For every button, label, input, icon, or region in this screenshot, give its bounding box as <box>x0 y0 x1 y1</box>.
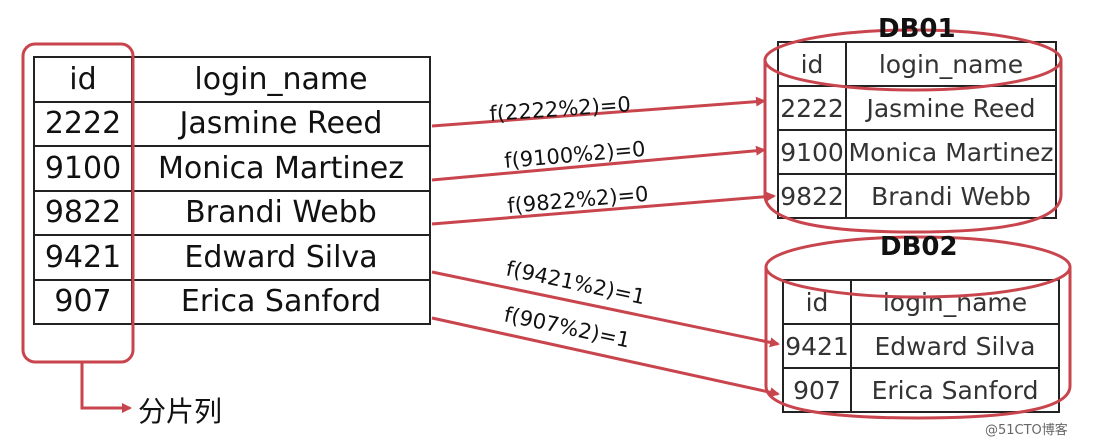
column-header-id: id <box>33 56 133 103</box>
table-row: 9822 Brandi Webb <box>777 173 1057 219</box>
cell-login-name: Brandi Webb <box>131 189 431 236</box>
cell-login-name: Jasmine Reed <box>845 85 1057 131</box>
shard-label-arrow <box>80 362 132 413</box>
cell-id: 9100 <box>777 129 847 175</box>
table-row: 2222 Jasmine Reed <box>33 100 431 147</box>
cell-id: 9100 <box>33 145 133 192</box>
table-row: 9100 Monica Martinez <box>777 129 1057 175</box>
table-row: 907 Erica Sanford <box>33 278 431 325</box>
table-header-row: id login_name <box>33 56 431 103</box>
table-header-row: id login_name <box>782 279 1060 325</box>
db01-title: DB01 <box>878 14 956 44</box>
source-table: id login_name 2222 Jasmine Reed 9100 Mon… <box>33 56 431 325</box>
cell-id: 2222 <box>33 100 133 147</box>
route-arrow <box>431 96 766 128</box>
route-arrow <box>431 191 776 226</box>
cell-login-name: Jasmine Reed <box>131 100 431 147</box>
cell-login-name: Brandi Webb <box>845 173 1057 219</box>
column-header-id: id <box>782 279 852 325</box>
db02-title: DB02 <box>880 232 958 262</box>
column-header-login-name: login_name <box>850 279 1060 325</box>
table-row: 9421 Edward Silva <box>33 234 431 281</box>
cell-login-name: Monica Martinez <box>845 129 1057 175</box>
cell-id: 9421 <box>782 323 852 369</box>
cell-login-name: Edward Silva <box>850 323 1060 369</box>
route-arrow <box>431 145 766 182</box>
column-header-id: id <box>777 41 847 87</box>
column-header-login-name: login_name <box>131 56 431 103</box>
cell-id: 9822 <box>777 173 847 219</box>
db02-table: id login_name 9421 Edward Silva 907 Eric… <box>782 279 1060 413</box>
route-arrow <box>431 316 780 398</box>
shard-column-highlight <box>21 42 135 364</box>
cell-login-name: Erica Sanford <box>850 367 1060 413</box>
db01-cylinder-icon <box>763 28 1063 234</box>
cell-login-name: Edward Silva <box>131 234 431 281</box>
db01-table: id login_name 2222 Jasmine Reed 9100 Mon… <box>777 41 1057 219</box>
table-row: 9421 Edward Silva <box>782 323 1060 369</box>
route-arrow <box>431 270 780 348</box>
watermark: @51CTO博客 <box>985 423 1068 438</box>
cell-id: 907 <box>33 278 133 325</box>
cell-id: 9822 <box>33 189 133 236</box>
table-row: 907 Erica Sanford <box>782 367 1060 413</box>
table-row: 9822 Brandi Webb <box>33 189 431 236</box>
cell-login-name: Erica Sanford <box>131 278 431 325</box>
cell-id: 9421 <box>33 234 133 281</box>
formula-label: f(2222%2)=0 <box>489 92 632 126</box>
table-row: 2222 Jasmine Reed <box>777 85 1057 131</box>
db02-cylinder-icon <box>764 235 1072 420</box>
shard-column-label: 分片列 <box>138 395 223 428</box>
cell-id: 2222 <box>777 85 847 131</box>
